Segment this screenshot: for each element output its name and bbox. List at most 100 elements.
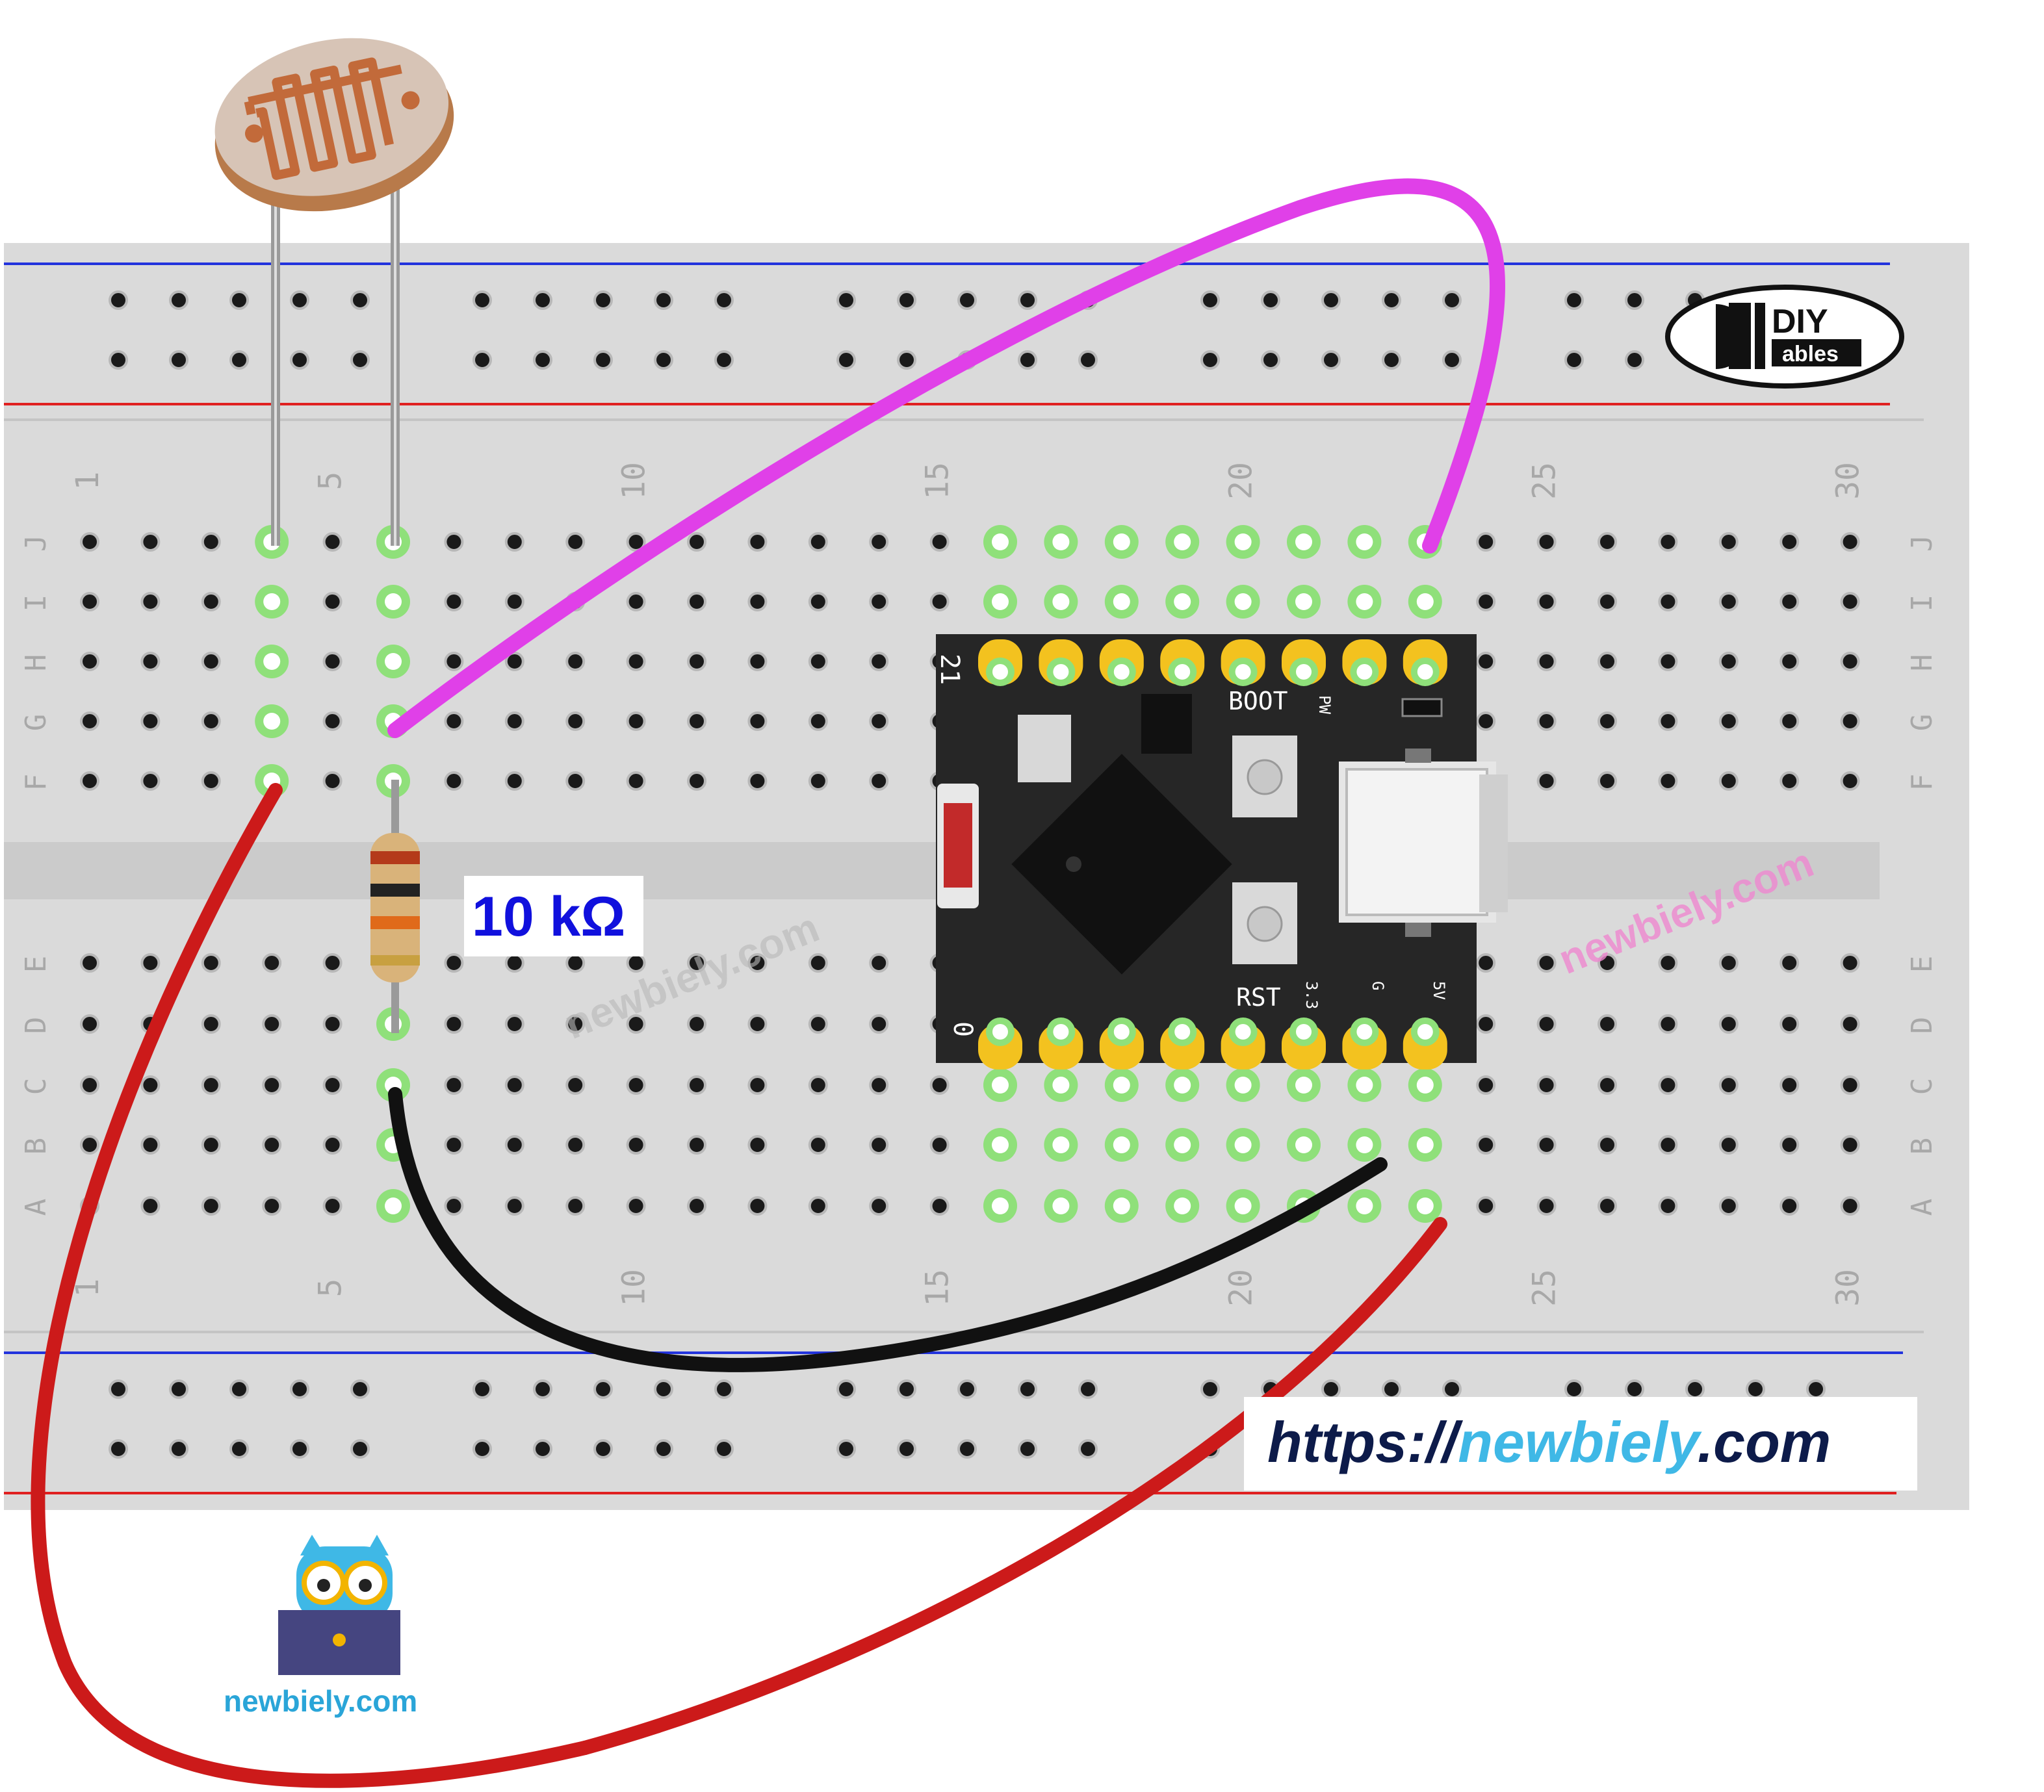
breadboard-hole — [869, 953, 889, 973]
breadboard-hole — [1052, 1077, 1070, 1094]
breadboard-hole — [444, 1075, 464, 1095]
breadboard-hole — [1113, 1077, 1130, 1094]
rail-hole — [290, 290, 309, 310]
rail-hole — [1078, 1439, 1098, 1459]
module-pad-center — [1235, 1024, 1251, 1040]
rail-hole — [593, 290, 613, 310]
breadboard-hole — [504, 1014, 524, 1034]
breadboard-hole — [263, 593, 281, 610]
breadboard-hole — [1476, 592, 1496, 611]
breadboard-hole — [1598, 1014, 1617, 1034]
breadboard-hole — [201, 953, 221, 973]
boot-label: BOOT — [1228, 687, 1288, 715]
breadboard-hole — [687, 1196, 706, 1216]
breadboard-hole — [262, 1135, 282, 1155]
rail-hole — [593, 1439, 613, 1459]
breadboard-hole — [262, 1014, 282, 1034]
breadboard-hole — [808, 711, 828, 731]
module-pad-center — [1356, 664, 1373, 680]
breadboard-hole — [444, 771, 464, 791]
owl-caption: newbiely.com — [224, 1684, 417, 1718]
breadboard-hole — [504, 532, 524, 552]
module-pad-center — [1296, 1024, 1312, 1040]
rail-hole — [1200, 1379, 1220, 1399]
breadboard-hole — [201, 592, 221, 611]
breadboard-hole — [687, 592, 706, 611]
breadboard-hole — [1718, 953, 1739, 973]
mcu-module: BOOT PW RST 21 0 3.3 G 5V — [935, 634, 1508, 1069]
breadboard-hole — [1658, 1014, 1678, 1034]
rail-hole — [836, 290, 856, 310]
rail-hole — [1078, 1379, 1098, 1399]
row-letter: G — [19, 714, 53, 732]
breadboard-hole — [1476, 1135, 1496, 1155]
breadboard-hole — [80, 652, 99, 671]
breadboard-hole — [808, 592, 828, 611]
breadboard-hole — [1416, 1197, 1434, 1214]
breadboard-hole — [262, 1196, 282, 1216]
breadboard-hole — [565, 953, 586, 973]
breadboard-hole — [80, 1014, 99, 1034]
breadboard-hole — [140, 532, 161, 552]
rail-hole — [169, 1379, 188, 1399]
breadboard-hole — [1779, 711, 1800, 731]
pw-label: PW — [1315, 695, 1334, 714]
chip-main — [1011, 754, 1232, 975]
breadboard-hole — [322, 1135, 343, 1155]
breadboard-hole — [1113, 1136, 1130, 1153]
row-letter: E — [19, 956, 53, 973]
breadboard-hole — [565, 1196, 586, 1216]
breadboard-hole — [747, 953, 768, 973]
breadboard-hole — [1536, 771, 1557, 791]
rail-hole — [836, 350, 856, 370]
breadboard-hole — [1718, 771, 1739, 791]
rail-hole — [1261, 290, 1280, 310]
breadboard-hole — [1718, 1135, 1739, 1155]
breadboard-hole — [626, 953, 646, 973]
breadboard-hole — [1476, 953, 1496, 973]
row-letter: E — [1906, 956, 1939, 973]
breadboard-hole — [1718, 1196, 1739, 1216]
breadboard-hole — [1779, 1075, 1800, 1095]
rail-hole — [714, 1379, 734, 1399]
rail-hole — [1442, 1379, 1462, 1399]
breadboard-hole — [1598, 1135, 1617, 1155]
module-pads — [978, 639, 1447, 1069]
breadboard-hole — [1174, 1077, 1191, 1094]
breadboard-hole — [869, 1135, 889, 1155]
rail-hole — [593, 1379, 613, 1399]
module-pad-center — [992, 664, 1008, 680]
rail-hole — [1078, 350, 1098, 370]
breadboard-hole — [1295, 1077, 1312, 1094]
ldr-trace — [244, 57, 402, 180]
rail-hole — [714, 290, 734, 310]
breadboard-hole — [808, 1196, 828, 1216]
breadboard-hole — [80, 1135, 99, 1155]
breadboard-hole — [1718, 592, 1739, 611]
breadboard-hole — [626, 652, 646, 671]
rail-hole — [1200, 290, 1220, 310]
rail-hole — [1018, 290, 1037, 310]
rail-hole — [957, 1439, 977, 1459]
breadboard-hole — [322, 1014, 343, 1034]
rail-hole — [229, 290, 249, 310]
rail-hole — [169, 290, 188, 310]
rail-hole — [1625, 350, 1644, 370]
breadboard-hole — [1779, 592, 1800, 611]
breadboard-hole — [1779, 1135, 1800, 1155]
rail-hole — [593, 350, 613, 370]
column-number: 15 — [920, 462, 956, 500]
breadboard-hole — [869, 711, 889, 731]
pin-label-5v: 5V — [1430, 981, 1448, 1000]
breadboard-hole — [504, 771, 524, 791]
rail-hole — [229, 1379, 249, 1399]
breadboard-hole — [1416, 593, 1434, 610]
breadboard-hole — [1536, 1196, 1557, 1216]
rail-hole — [1321, 350, 1341, 370]
breadboard-hole — [992, 1077, 1009, 1094]
breadboard-hole — [201, 1135, 221, 1155]
breadboard-hole — [504, 1075, 524, 1095]
